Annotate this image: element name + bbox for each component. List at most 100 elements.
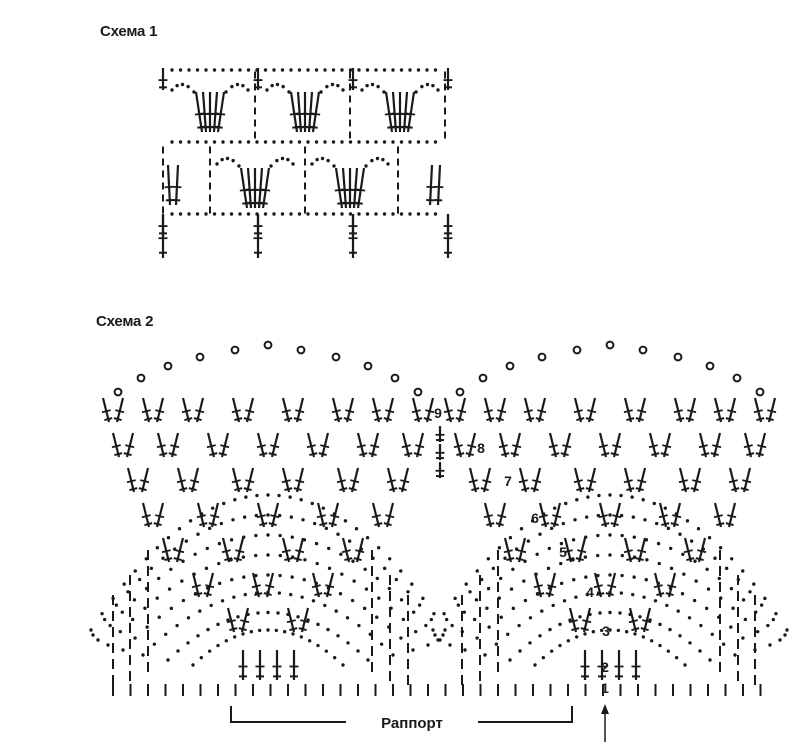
chain-stitch <box>689 539 694 543</box>
chain-stitch <box>242 515 247 519</box>
chain-stitch <box>456 603 461 607</box>
chain-stitch <box>327 566 332 571</box>
chain-stitch <box>573 518 577 522</box>
chain-stitch <box>608 573 612 577</box>
double-crochet-stitch <box>231 397 243 423</box>
chain-stitch <box>755 629 760 634</box>
chain-stitch <box>297 140 302 144</box>
chain-stitch <box>364 164 368 168</box>
double-crochet-stitch <box>293 467 305 493</box>
chain-stitch <box>340 140 344 144</box>
chain-stitch <box>652 501 656 506</box>
chain-stitch <box>523 559 527 563</box>
double-crochet-stitch <box>176 467 188 493</box>
double-crochet-stitch <box>205 92 215 132</box>
double-crochet-stitch <box>740 467 752 493</box>
double-crochet-stitch <box>468 467 480 493</box>
double-crochet-stitch <box>533 572 545 598</box>
chain-stitch <box>665 603 669 608</box>
chain-stitch <box>299 635 304 639</box>
double-crochet-stitch <box>348 467 360 493</box>
chain-stitch <box>221 68 225 72</box>
chain-stitch <box>399 598 404 602</box>
chain-stitch <box>710 632 714 637</box>
chain-stitch <box>120 610 124 614</box>
chain-stitch <box>175 623 179 628</box>
chain-stitch <box>206 627 210 632</box>
chain-stitch <box>408 212 412 216</box>
chain-stitch <box>209 603 213 608</box>
double-crochet-stitch <box>371 397 383 423</box>
picot-stitch <box>638 345 648 355</box>
chain-stitch <box>387 557 392 561</box>
chain-stitch <box>666 526 671 531</box>
double-crochet-stitch <box>368 432 380 458</box>
chain-stitch <box>289 68 293 72</box>
double-crochet-stitch <box>753 397 765 423</box>
chain-stitch <box>302 577 306 582</box>
chain-stitch <box>340 212 344 216</box>
double-crochet-stitch <box>635 467 647 493</box>
chain-stitch <box>266 628 270 632</box>
chain-stitch <box>389 606 393 610</box>
double-crochet-stitch <box>298 607 310 633</box>
chain-stitch <box>282 630 287 634</box>
chain-stitch <box>595 553 600 558</box>
chain-stitch <box>619 591 624 595</box>
chain-stitch <box>416 140 421 144</box>
picot-stitch <box>572 345 582 355</box>
chain-stitch <box>448 643 452 647</box>
double-crochet-stitch <box>226 607 238 633</box>
chain-stitch <box>591 630 596 634</box>
chain-stitch <box>460 629 465 634</box>
double-crochet-stitch <box>111 432 123 458</box>
chain-stitch <box>332 655 337 660</box>
chain-stitch <box>586 495 590 499</box>
double-crochet-stitch <box>336 467 348 493</box>
double-crochet-stitch <box>455 397 467 423</box>
picot-stitch <box>505 361 515 371</box>
double-crochet-stitch <box>631 650 641 680</box>
double-crochet-stitch <box>435 462 445 478</box>
chain-stitch <box>220 599 225 603</box>
picot-stitch <box>331 352 341 362</box>
chain-stitch <box>658 622 662 627</box>
chain-stitch <box>323 140 327 144</box>
double-crochet-stitch <box>233 537 245 563</box>
chain-stitch <box>674 655 679 660</box>
chain-stitch <box>408 68 412 72</box>
chain-stitch <box>191 663 195 667</box>
chain-stitch <box>681 552 685 556</box>
chain-stitch <box>241 555 246 559</box>
chain-stitch <box>724 566 729 571</box>
chain-stitch <box>778 638 782 642</box>
chain-stitch <box>394 577 399 582</box>
chain-stitch <box>411 648 415 652</box>
chain-stitch <box>216 643 220 648</box>
chain-stitch <box>232 635 237 639</box>
double-crochet-stitch <box>300 92 310 132</box>
chain-stitch <box>170 68 174 72</box>
double-crochet-stitch <box>434 164 444 206</box>
chain-stitch <box>608 610 612 615</box>
double-crochet-stitch <box>648 432 660 458</box>
chain-stitch <box>643 518 647 522</box>
chain-stitch <box>763 596 767 601</box>
chain-stitch <box>717 615 721 619</box>
chain-stitch <box>657 561 661 566</box>
chain-stitch <box>152 642 157 646</box>
chain-stitch <box>382 68 387 72</box>
chain-stitch <box>547 546 551 551</box>
chain-stitch <box>195 140 200 144</box>
chain-stitch <box>552 506 557 510</box>
chain-stitch <box>443 628 447 632</box>
chain-stitch <box>348 212 353 216</box>
double-crochet-stitch <box>660 432 672 458</box>
chain-stitch <box>571 538 576 542</box>
chain-stitch <box>583 555 588 559</box>
double-crochet-stitch <box>563 537 575 563</box>
chain-stitch <box>506 632 510 637</box>
row-number-2: 2 <box>601 659 609 675</box>
chain-stitch <box>299 498 303 502</box>
